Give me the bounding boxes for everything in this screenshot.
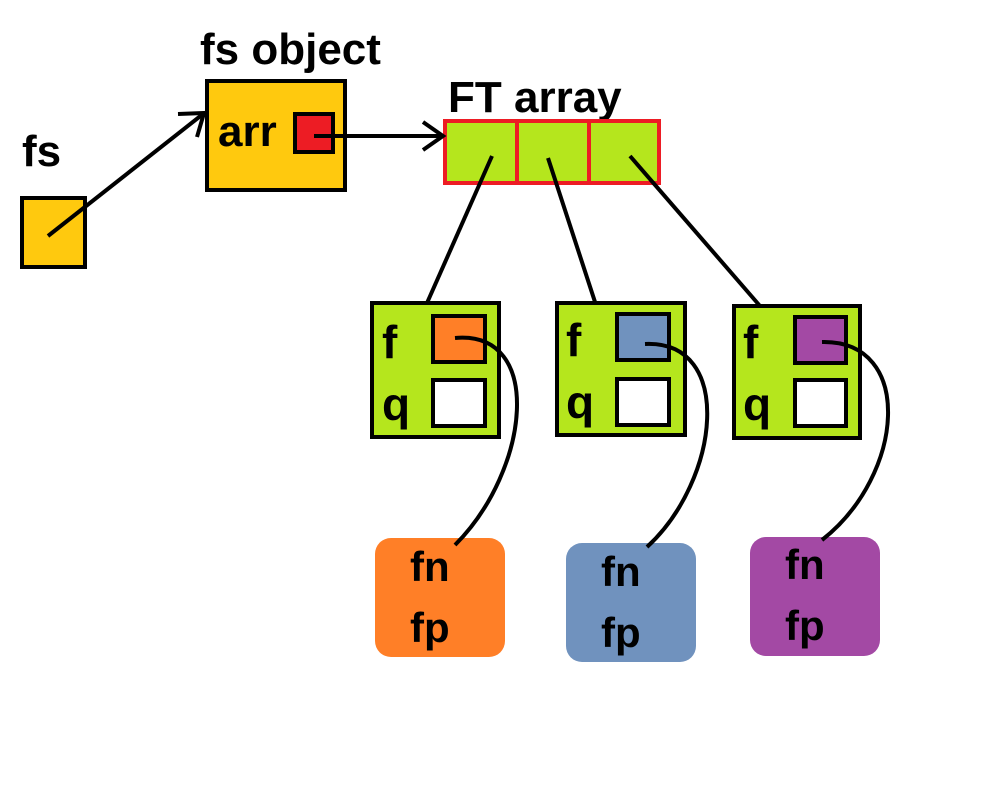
fn-box (750, 537, 880, 656)
fs-object-label: fs object (200, 25, 381, 74)
fn-label: fn (410, 543, 450, 590)
array-to-struct-line (546, 157, 598, 306)
fn-label: fn (601, 548, 641, 595)
f-to-fn-curve (820, 339, 891, 542)
q-slot (615, 377, 671, 427)
fs-pointer-box (20, 196, 87, 269)
fn-box (566, 543, 696, 662)
f-field-label: f (743, 316, 759, 368)
arr-pointer-slot (293, 112, 335, 154)
f-pointer-slot (793, 315, 848, 365)
ft-array-label: FT array (448, 73, 622, 122)
q-slot (431, 378, 487, 428)
fp-label: fp (785, 602, 825, 649)
f-pointer-slot (615, 312, 671, 362)
arrowhead-icon (421, 120, 447, 152)
f-field-label: f (566, 314, 582, 366)
array-to-struct-line (425, 155, 494, 304)
f-field-label: f (382, 316, 398, 368)
f-to-fn-curve (644, 341, 710, 549)
q-slot (793, 378, 848, 428)
q-field-label: q (566, 376, 594, 428)
fs-to-object-arrow (46, 112, 205, 238)
q-field-label: q (382, 378, 410, 430)
fn-label: fn (785, 541, 825, 588)
fn-box (375, 538, 505, 657)
fp-label: fp (601, 609, 641, 656)
arr-field-label: arr (218, 107, 277, 156)
arrowhead-icon (177, 110, 207, 138)
array-to-struct-line (628, 154, 762, 308)
ft-array-cell (515, 119, 591, 185)
f-to-fn-curve (453, 335, 519, 547)
fp-label: fp (410, 604, 450, 651)
ft-array-cell (443, 119, 519, 185)
fs-label: fs (22, 127, 61, 176)
q-field-label: q (743, 378, 771, 430)
ft-array-cell (587, 119, 661, 185)
